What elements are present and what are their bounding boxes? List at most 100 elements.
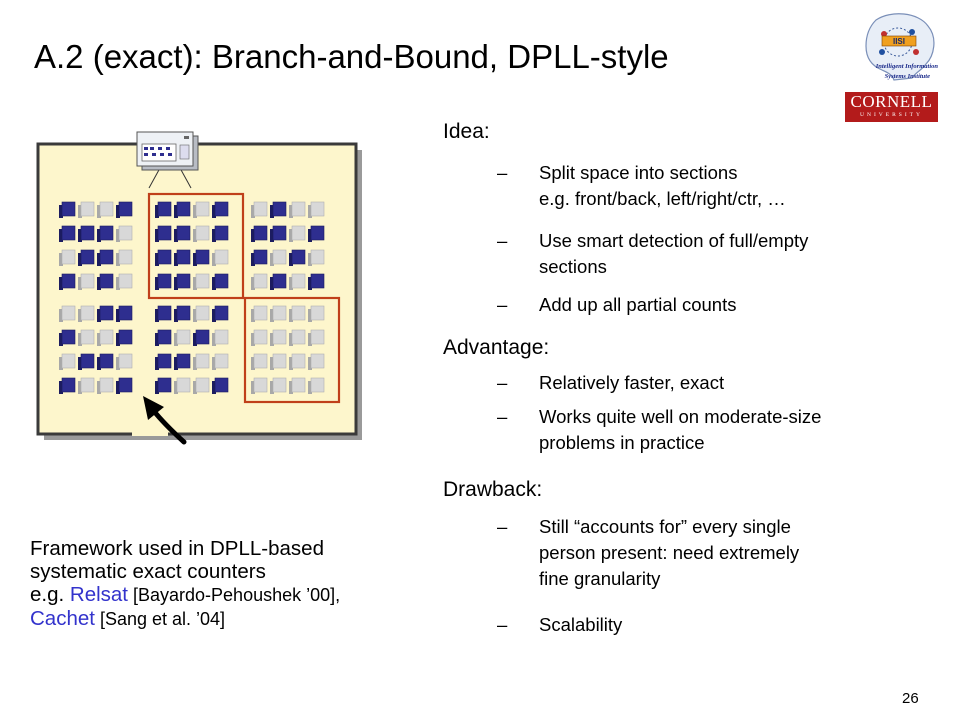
empty-seat bbox=[270, 249, 287, 266]
empty-seat bbox=[270, 305, 287, 322]
empty-seat bbox=[212, 353, 229, 370]
framework-line-2: systematic exact counters bbox=[30, 560, 266, 583]
occupied-seat bbox=[59, 201, 76, 218]
empty-seat bbox=[97, 329, 114, 346]
occupied-seat bbox=[97, 353, 114, 370]
empty-seat bbox=[308, 329, 325, 346]
empty-seat bbox=[251, 329, 268, 346]
section-highlight-box bbox=[147, 192, 245, 300]
empty-seat bbox=[193, 273, 210, 290]
bullet-item: –Relatively faster, exact bbox=[497, 370, 937, 396]
empty-seat bbox=[251, 353, 268, 370]
empty-seat bbox=[116, 225, 133, 242]
bullet-text: Still “accounts for” every single person … bbox=[539, 514, 799, 592]
occupied-seat bbox=[116, 377, 133, 394]
occupied-seat bbox=[174, 305, 191, 322]
bullet-line: sections bbox=[539, 256, 607, 277]
occupied-seat bbox=[59, 329, 76, 346]
empty-seat bbox=[97, 377, 114, 394]
empty-seat bbox=[97, 201, 114, 218]
bullet-item: –Scalability bbox=[497, 612, 937, 638]
empty-seat bbox=[308, 305, 325, 322]
empty-seat bbox=[59, 249, 76, 266]
bullet-line: Relatively faster, exact bbox=[539, 372, 725, 393]
bullet-dash: – bbox=[497, 406, 508, 427]
empty-seat bbox=[174, 329, 191, 346]
occupied-seat bbox=[97, 225, 114, 242]
occupied-seat bbox=[174, 273, 191, 290]
occupied-seat bbox=[212, 225, 229, 242]
occupied-seat bbox=[212, 377, 229, 394]
svg-text:Intelligent Information: Intelligent Information bbox=[875, 63, 939, 70]
empty-seat bbox=[78, 377, 95, 394]
iiisi-logo: IISI Intelligent Information Systems Ins… bbox=[865, 13, 939, 81]
empty-seat bbox=[251, 377, 268, 394]
occupied-seat bbox=[251, 249, 268, 266]
occupied-seat bbox=[289, 249, 306, 266]
framework-line-3: e.g. Relsat [Bayardo-Pehoushek ’00], bbox=[30, 583, 341, 606]
occupied-seat bbox=[212, 305, 229, 322]
framework-line-4: Cachet [Sang et al. ’04] bbox=[30, 607, 226, 630]
empty-seat bbox=[193, 225, 210, 242]
section-highlights bbox=[147, 192, 341, 404]
occupied-seat bbox=[212, 273, 229, 290]
empty-seat bbox=[289, 377, 306, 394]
empty-seat bbox=[289, 353, 306, 370]
empty-seat bbox=[116, 249, 133, 266]
bullet-line: e.g. front/back, left/right/ctr, … bbox=[539, 188, 786, 209]
empty-seat bbox=[212, 249, 229, 266]
cornell-sub: UNIVERSITY bbox=[860, 112, 923, 118]
cachet-link[interactable]: Cachet bbox=[30, 607, 95, 630]
occupied-seat bbox=[155, 305, 172, 322]
empty-seat bbox=[116, 273, 133, 290]
occupied-seat bbox=[155, 377, 172, 394]
bullet-line: person present: need extremely bbox=[539, 542, 800, 563]
empty-seat bbox=[308, 201, 325, 218]
occupied-seat bbox=[59, 273, 76, 290]
cornell-logo: CORNELL UNIVERSITY bbox=[845, 92, 938, 122]
empty-seat bbox=[289, 201, 306, 218]
empty-seat bbox=[174, 377, 191, 394]
bullet-item: – Still “accounts for” every single person… bbox=[497, 514, 937, 592]
section-heading: Advantage: bbox=[443, 336, 550, 359]
seat-grid bbox=[59, 201, 325, 394]
monitor-icon bbox=[136, 131, 199, 171]
occupied-seat bbox=[78, 249, 95, 266]
cornell-name: CORNELL bbox=[850, 92, 933, 111]
empty-seat bbox=[251, 305, 268, 322]
framework-line-1: Framework used in DPLL-based bbox=[30, 537, 324, 560]
section-highlight-box bbox=[243, 296, 341, 404]
bullet-line: Use smart detection of full/empty bbox=[539, 230, 809, 251]
bullet-item: –Add up all partial counts bbox=[497, 292, 937, 318]
bullet-dash: – bbox=[497, 516, 508, 537]
empty-seat bbox=[78, 201, 95, 218]
page-number: 26 bbox=[902, 690, 919, 707]
occupied-seat bbox=[116, 201, 133, 218]
occupied-seat bbox=[251, 225, 268, 242]
section-heading: Idea: bbox=[443, 120, 490, 143]
empty-seat bbox=[212, 329, 229, 346]
occupied-seat bbox=[97, 273, 114, 290]
framework-note: Framework used in DPLL-based systematic … bbox=[30, 537, 340, 631]
occupied-seat bbox=[174, 201, 191, 218]
slide-title: A.2 (exact): Branch-and-Bound, DPLL-styl… bbox=[34, 38, 669, 75]
bullet-text: Relatively faster, exact bbox=[539, 370, 724, 396]
occupied-seat bbox=[155, 273, 172, 290]
occupied-seat bbox=[308, 225, 325, 242]
occupied-seat bbox=[270, 225, 287, 242]
bullet-dash: – bbox=[497, 162, 508, 183]
empty-seat bbox=[116, 353, 133, 370]
occupied-seat bbox=[116, 329, 133, 346]
empty-seat bbox=[308, 353, 325, 370]
bullet-dash: – bbox=[497, 230, 508, 251]
occupied-seat bbox=[174, 353, 191, 370]
empty-seat bbox=[59, 353, 76, 370]
relsat-link[interactable]: Relsat bbox=[69, 583, 128, 606]
bullet-dash: – bbox=[497, 294, 508, 315]
svg-text:IISI: IISI bbox=[893, 37, 905, 46]
bullet-line: Still “accounts for” every single bbox=[539, 516, 791, 537]
bullet-line: fine granularity bbox=[539, 568, 661, 589]
